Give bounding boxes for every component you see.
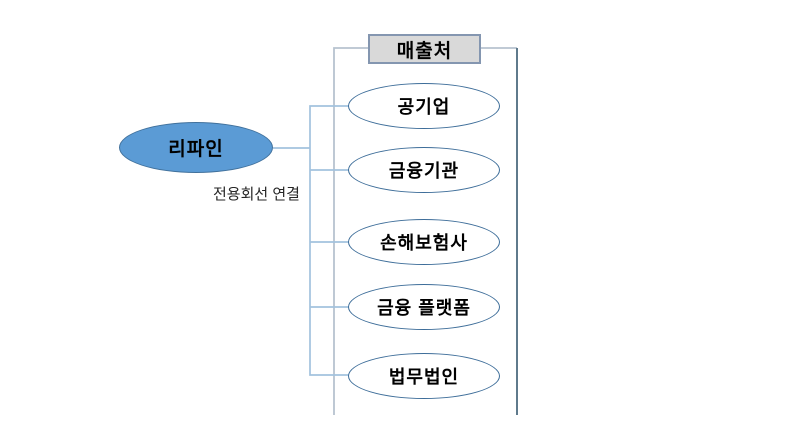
source-node-ellipse: 리파인 <box>119 122 273 173</box>
customer-node-label: 금융 플랫폼 <box>377 298 471 318</box>
customer-node-ellipse: 공기업 <box>348 83 500 129</box>
customer-node-ellipse: 손해보험사 <box>348 219 500 265</box>
connection-type-label: 전용회선 연결 <box>213 186 300 203</box>
customer-node-label: 법무법인 <box>388 367 460 387</box>
customer-node-ellipse: 금융 플랫폼 <box>348 284 500 330</box>
group-title-label: 매출처 <box>396 40 453 62</box>
customer-node-label: 금융기관 <box>388 161 460 181</box>
connector-bus <box>309 105 349 376</box>
source-node-label: 리파인 <box>168 139 224 160</box>
customer-node-ellipse: 금융기관 <box>348 147 500 193</box>
customer-node-ellipse: 법무법인 <box>348 353 500 399</box>
group-title-box: 매출처 <box>368 34 481 64</box>
customer-node-label: 손해보험사 <box>380 233 468 253</box>
customer-node-label: 공기업 <box>397 97 451 117</box>
